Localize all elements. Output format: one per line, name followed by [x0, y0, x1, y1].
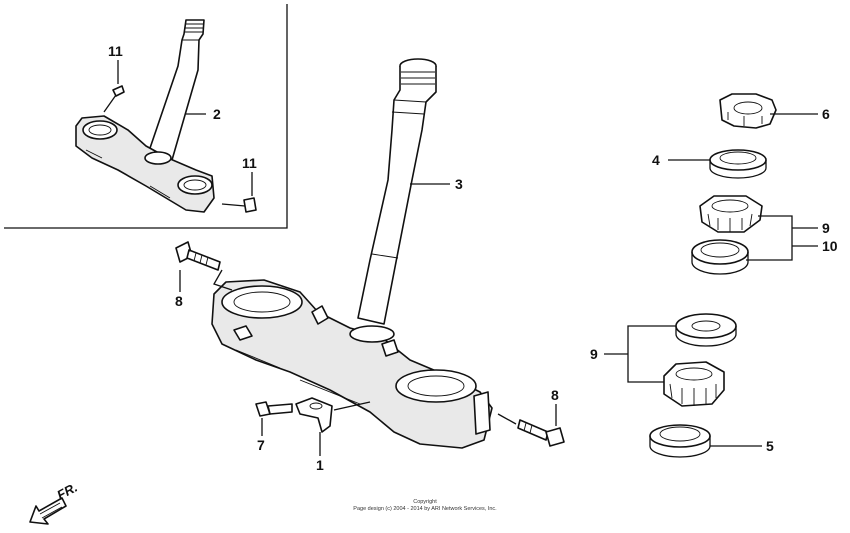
callout-7: 7	[257, 437, 265, 453]
callout-9-upper: 9	[822, 220, 830, 236]
stem-nut-6	[719, 93, 777, 129]
dust-seal-5	[649, 424, 711, 458]
front-direction-label: FR.	[54, 480, 80, 503]
inset-frame	[4, 4, 288, 229]
leader-lines	[117, 60, 818, 456]
lower-bearing-9	[663, 361, 725, 407]
copyright-line-2: Page design (c) 2004 - 2014 by ARI Netwo…	[353, 506, 497, 512]
callout-11-right: 11	[242, 155, 257, 171]
outer-race-10	[691, 239, 749, 275]
lower-race-9	[675, 313, 737, 347]
callout-3: 3	[455, 176, 463, 192]
callout-1: 1	[316, 457, 324, 473]
callout-8-right: 8	[551, 387, 559, 403]
callout-4: 4	[652, 152, 660, 168]
callout-9-lower: 9	[590, 346, 598, 362]
bolt-7	[255, 401, 293, 417]
lower-triple-clamp	[211, 279, 493, 449]
steering-stem	[357, 58, 437, 325]
bearing-race-4	[709, 149, 767, 179]
upper-bearing-9	[699, 195, 763, 233]
callout-8-left: 8	[175, 293, 183, 309]
bolt-8-left	[175, 241, 233, 291]
copyright-line-1: Copyright	[413, 499, 437, 505]
bolt-8-right	[497, 413, 565, 447]
callout-6: 6	[822, 106, 830, 122]
callout-5: 5	[766, 438, 774, 454]
inset-steering-stem	[75, 19, 257, 213]
front-direction-arrow-icon	[29, 497, 67, 525]
callout-11-upper: 11	[108, 43, 123, 59]
callout-2: 2	[213, 106, 221, 122]
cable-clamp	[295, 397, 371, 433]
callout-10: 10	[822, 238, 838, 254]
